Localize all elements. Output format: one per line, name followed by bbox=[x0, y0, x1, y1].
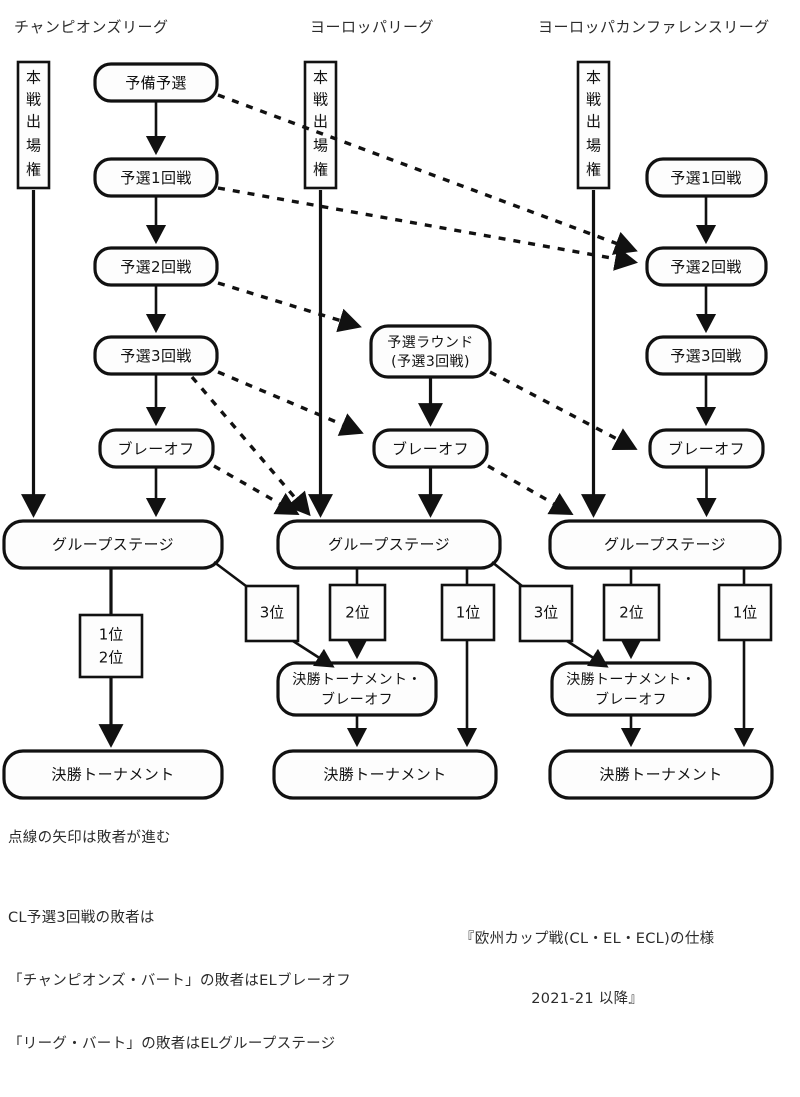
rank-box-el-2-label: 2位 bbox=[345, 604, 370, 622]
edge-cl-group-to-rank3 bbox=[213, 560, 247, 588]
entry-box-cl-ch1: 戦 bbox=[26, 91, 41, 109]
node-el-ko-line2: ブレーオフ bbox=[321, 691, 393, 708]
entry-box-ecl-ch2: 出 bbox=[586, 113, 601, 131]
explanation-line-1: CL予選3回戦の敗者は bbox=[8, 910, 155, 927]
edge-el-group-to-rank3 bbox=[491, 560, 523, 588]
explanation-note: CL予選3回戦の敗者は 「チャンピオンズ・バート」の敗者はELブレーオフ 「リー… bbox=[8, 866, 351, 1097]
entry-box-ecl-ch3: 場 bbox=[586, 137, 601, 155]
edge-cl-rank3-to-el-ko bbox=[292, 639, 335, 668]
column-title-el: ヨーロッパリーグ bbox=[310, 18, 434, 36]
rank-box-cl-12 bbox=[78, 613, 144, 679]
rank-box-ecl-2 bbox=[602, 583, 661, 642]
node-el-group-label: グループステージ bbox=[328, 536, 450, 554]
node-el-po-label: ブレーオフ bbox=[392, 440, 469, 458]
node-cl-q2-label: 予選2回戦 bbox=[120, 258, 192, 276]
source-line-1: 『欧州カップ戦(CL・EL・ECL)の仕様 bbox=[460, 930, 715, 947]
node-ecl-q2-label: 予選2回戦 bbox=[670, 258, 742, 276]
node-ecl-group bbox=[548, 519, 782, 570]
rank-box-el-2 bbox=[328, 583, 387, 642]
node-ecl-final bbox=[548, 749, 774, 800]
node-cl-q1-label: 予選1回戦 bbox=[120, 169, 192, 187]
node-el-group bbox=[276, 519, 502, 570]
node-cl-final bbox=[2, 749, 224, 800]
source-note: 『欧州カップ戦(CL・EL・ECL)の仕様 2021-21 以降』 bbox=[460, 888, 714, 1050]
entry-box-cl bbox=[16, 60, 51, 190]
dotted-cl-q2-to-el-qround bbox=[217, 281, 362, 333]
entry-box-el-ch0: 本 bbox=[313, 69, 328, 87]
entry-box-ecl-ch1: 戦 bbox=[586, 91, 601, 109]
entry-box-ecl-ch0: 本 bbox=[586, 69, 601, 87]
explanation-line-2: 「チャンピオンズ・バート」の敗者はELブレーオフ bbox=[8, 973, 352, 990]
rank-box-el-1-label: 1位 bbox=[456, 604, 481, 622]
flowchart-canvas: チャンピオンズリーグ ヨーロッパリーグ ヨーロッパカンファレンスリーグ 本 戦 … bbox=[2, 18, 782, 800]
rank-box-ecl-1 bbox=[717, 583, 773, 642]
entry-box-cl-ch4: 権 bbox=[26, 161, 41, 179]
node-ecl-q1-label: 予選1回戦 bbox=[670, 169, 742, 187]
node-cl-po-label: ブレーオフ bbox=[117, 440, 194, 458]
node-cl-prelim-label: 予備予選 bbox=[125, 74, 187, 92]
legend-note: 点線の矢印は敗者が進む bbox=[8, 830, 171, 846]
rank-box-cl-3-label: 3位 bbox=[260, 604, 285, 622]
column-title-ecl: ヨーロッパカンファレンスリーグ bbox=[538, 18, 770, 36]
entry-box-el-ch4: 権 bbox=[313, 161, 328, 179]
rank-box-ecl-1-label: 1位 bbox=[733, 604, 758, 622]
dotted-cl-prelim-to-ecl-q2 bbox=[217, 93, 638, 255]
entry-box-cl-ch3: 場 bbox=[26, 137, 41, 155]
rank-box-ecl-2-label: 2位 bbox=[619, 604, 644, 622]
node-el-qround-line1: 予選ラウンド bbox=[387, 335, 473, 351]
explanation-line-3: 「リーグ・バート」の敗者はELグループステージ bbox=[8, 1036, 336, 1053]
dotted-cl-q3-to-el-po bbox=[217, 370, 364, 436]
dotted-cl-po-to-el-group bbox=[213, 464, 300, 516]
entry-box-cl-ch2: 出 bbox=[26, 113, 41, 131]
tournament-flow-diagram: チャンピオンズリーグ ヨーロッパリーグ ヨーロッパカンファレンスリーグ 本 戦 … bbox=[2, 18, 782, 1052]
entry-box-ecl bbox=[576, 60, 611, 190]
node-cl-final-label: 決勝トーナメント bbox=[51, 766, 174, 784]
node-ecl-ko-line1: 決勝トーナメント・ bbox=[566, 672, 696, 688]
rank-box-el-3 bbox=[518, 584, 574, 643]
entry-box-el bbox=[303, 60, 338, 190]
node-el-ko-line1: 決勝トーナメント・ bbox=[292, 672, 422, 688]
node-ecl-ko-line2: ブレーオフ bbox=[595, 691, 667, 708]
node-cl-group-label: グループステージ bbox=[52, 536, 174, 554]
rank-box-cl-3 bbox=[244, 584, 300, 643]
node-el-final bbox=[272, 749, 498, 800]
node-cl-q3-label: 予選3回戦 bbox=[120, 347, 192, 365]
node-cl-group bbox=[2, 519, 224, 570]
entry-box-el-ch1: 戦 bbox=[313, 91, 328, 109]
rank-box-cl-12-line2: 2位 bbox=[99, 649, 124, 667]
node-ecl-final-label: 決勝トーナメント bbox=[599, 766, 722, 784]
column-title-cl: チャンピオンズリーグ bbox=[14, 18, 169, 36]
entry-box-el-ch2: 出 bbox=[313, 113, 328, 131]
rank-box-el-3-label: 3位 bbox=[534, 604, 559, 622]
rank-box-cl-12-line1: 1位 bbox=[99, 626, 124, 644]
node-ecl-q3-label: 予選3回戦 bbox=[670, 347, 742, 365]
dotted-el-qround-to-ecl-po bbox=[489, 370, 638, 450]
dotted-el-po-to-ecl-group bbox=[487, 464, 574, 516]
rank-box-el-1 bbox=[440, 583, 496, 642]
node-ecl-po-label: ブレーオフ bbox=[668, 440, 745, 458]
dotted-cl-q1-to-ecl-q2 bbox=[217, 186, 639, 271]
source-line-2: 2021-21 以降』 bbox=[531, 991, 644, 1008]
entry-box-el-ch3: 場 bbox=[313, 137, 328, 155]
entry-box-ecl-ch4: 権 bbox=[586, 161, 601, 179]
entry-box-cl-ch0: 本 bbox=[26, 69, 41, 87]
node-ecl-group-label: グループステージ bbox=[604, 536, 726, 554]
node-el-final-label: 決勝トーナメント bbox=[323, 766, 446, 784]
node-el-qround-line2: (予選3回戦) bbox=[391, 354, 470, 370]
edge-el-rank3-to-ecl-ko bbox=[566, 639, 609, 668]
